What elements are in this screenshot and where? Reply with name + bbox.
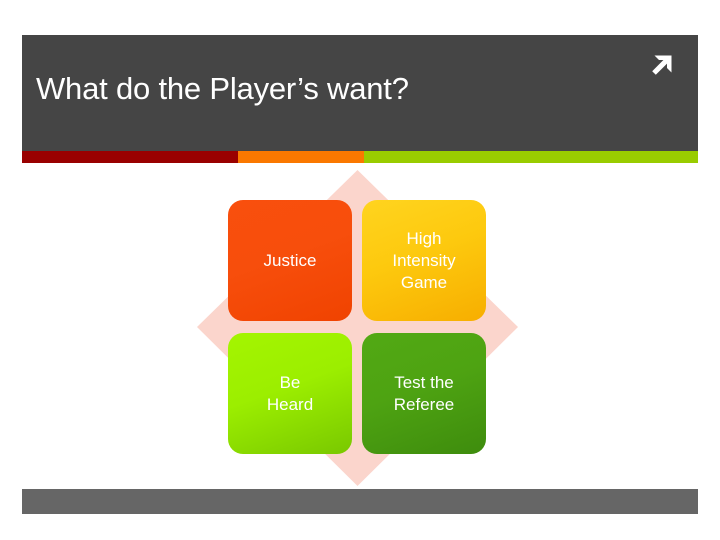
quadrant-box-justice[interactable]: Justice xyxy=(228,200,352,321)
quadrant-box-high-intensity-game[interactable]: High Intensity Game xyxy=(362,200,486,321)
quadrant-box-be-heard[interactable]: Be Heard xyxy=(228,333,352,454)
accent-stripe-segment-orange xyxy=(238,151,364,163)
slide-header-bar: What do the Player’s want? xyxy=(22,35,698,151)
quadrant-diagram: Justice High Intensity Game Be Heard Tes… xyxy=(197,170,518,486)
quadrant-box-test-the-referee-label: Test the Referee xyxy=(393,372,455,414)
quadrant-box-be-heard-label: Be Heard xyxy=(266,372,314,414)
accent-stripe xyxy=(22,151,698,163)
north-east-arrow-icon xyxy=(644,49,678,83)
quadrant-box-justice-label: Justice xyxy=(263,250,317,270)
footer-bar xyxy=(22,489,698,514)
quadrant-box-high-intensity-game-label: High Intensity Game xyxy=(392,228,456,292)
accent-stripe-segment-green xyxy=(364,151,698,163)
accent-stripe-segment-red xyxy=(22,151,238,163)
page-title: What do the Player’s want? xyxy=(36,71,409,106)
quadrant-box-test-the-referee[interactable]: Test the Referee xyxy=(362,333,486,454)
